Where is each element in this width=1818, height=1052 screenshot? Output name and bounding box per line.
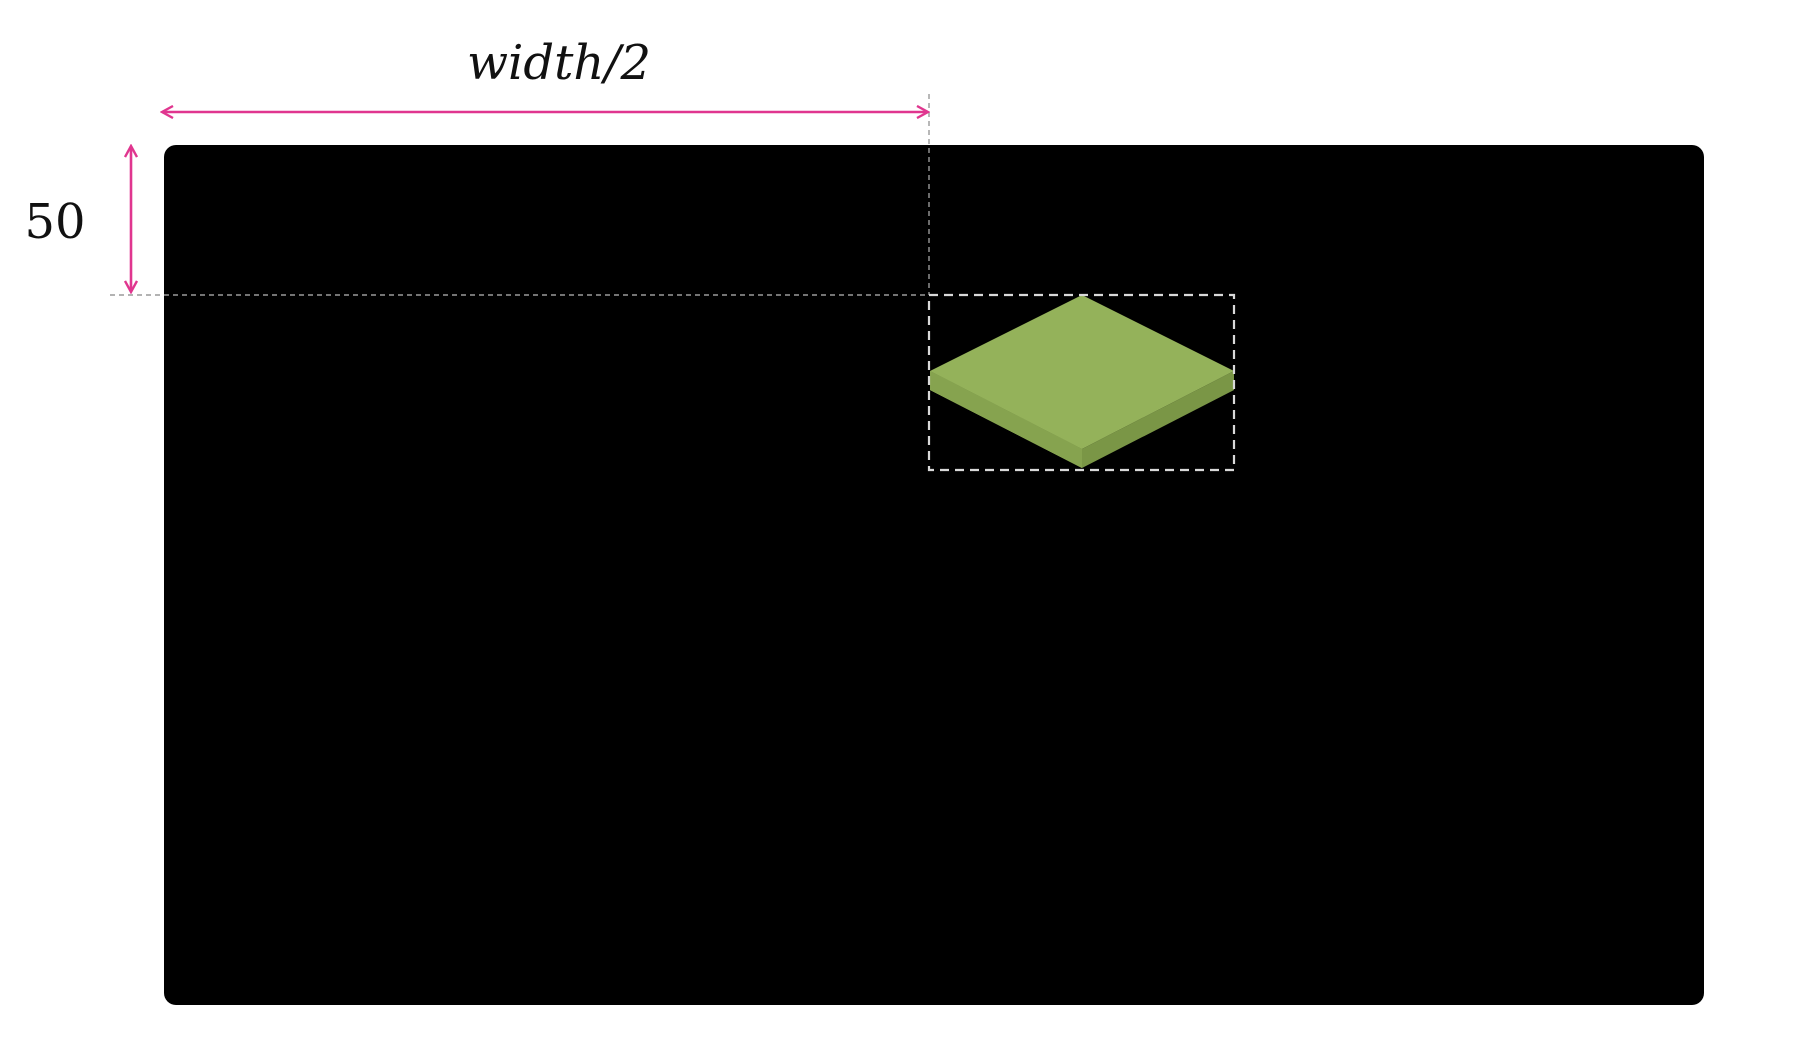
tile-side-left xyxy=(930,371,1082,468)
isometric-grass-tile-icon xyxy=(930,295,1234,468)
top-offset-label: 50 xyxy=(24,194,85,250)
tile-side-right xyxy=(1082,371,1234,468)
width-half-label: width/2 xyxy=(467,35,651,91)
game-canvas xyxy=(164,145,1704,1005)
sprite-bounding-box xyxy=(927,293,1236,472)
tile-top-face xyxy=(930,295,1234,449)
